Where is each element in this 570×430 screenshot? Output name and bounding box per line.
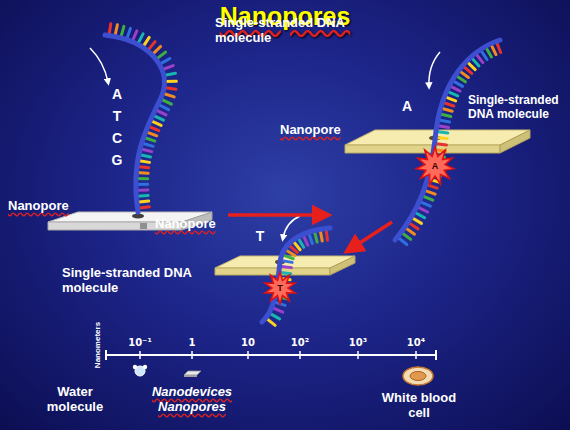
nanodevice-icon [184,371,201,375]
base-label: C [110,130,124,146]
membrane-side [330,256,355,275]
tick [247,351,249,359]
tick-label: 1 [172,336,212,349]
part-label: Nanopore [155,216,216,231]
axis-end [105,350,107,360]
tick [139,351,141,359]
scale-label: Nanodevices Nanopores [147,384,237,414]
tick-label: 10² [280,336,320,349]
axis-ticks [140,351,416,359]
dna-backbone [262,228,330,322]
dna-bases [266,228,328,325]
tick-label: 10⁻¹ [120,336,160,349]
base-label: A [400,98,414,114]
axis-title: Nanometers [93,320,103,370]
tick [191,351,193,359]
base-label: A [110,86,124,102]
membrane-front [215,268,330,275]
part-label: Single-stranded DNA molecule [215,15,350,45]
direction-arrow [429,52,440,86]
tick [299,351,301,359]
signal-burst [265,272,295,304]
water-atom [133,365,137,369]
tick-label: 10³ [338,336,378,349]
pore-channel [140,223,147,229]
scale-label: White blood cell [373,390,465,420]
tick [415,351,417,359]
part-label: Nanopore [280,122,341,137]
base-label: G [110,152,124,168]
part-label: Single-stranded DNA molecule [62,265,192,295]
scale-axis [106,354,436,356]
step-arrow [228,213,322,217]
dna-backbone [105,35,164,212]
signal-burst [416,147,454,184]
step-arrow [352,222,392,248]
cell-nucleus [410,372,426,381]
part-label: Single-stranded DNA molecule [468,93,564,121]
part-label: Nanopore [8,198,69,213]
dna-backbone [395,40,500,240]
tick-label: 10 [228,336,268,349]
dna-bases [109,24,176,209]
membrane-front [345,145,500,153]
burst-letter: A [429,159,441,173]
direction-arrow [283,216,300,238]
membrane-side [500,130,530,153]
nanodevice-icon [184,375,197,377]
burst-letter: T [274,281,286,295]
base-label: T [253,228,267,244]
base-label: T [110,108,124,124]
water-atom [143,365,147,369]
tick-label: 10⁴ [396,336,436,349]
white-blood-cell-icon [403,367,433,385]
scale-label: Water molecule [40,384,110,414]
direction-arrow [90,48,108,82]
axis-end [435,350,437,360]
tick [357,351,359,359]
